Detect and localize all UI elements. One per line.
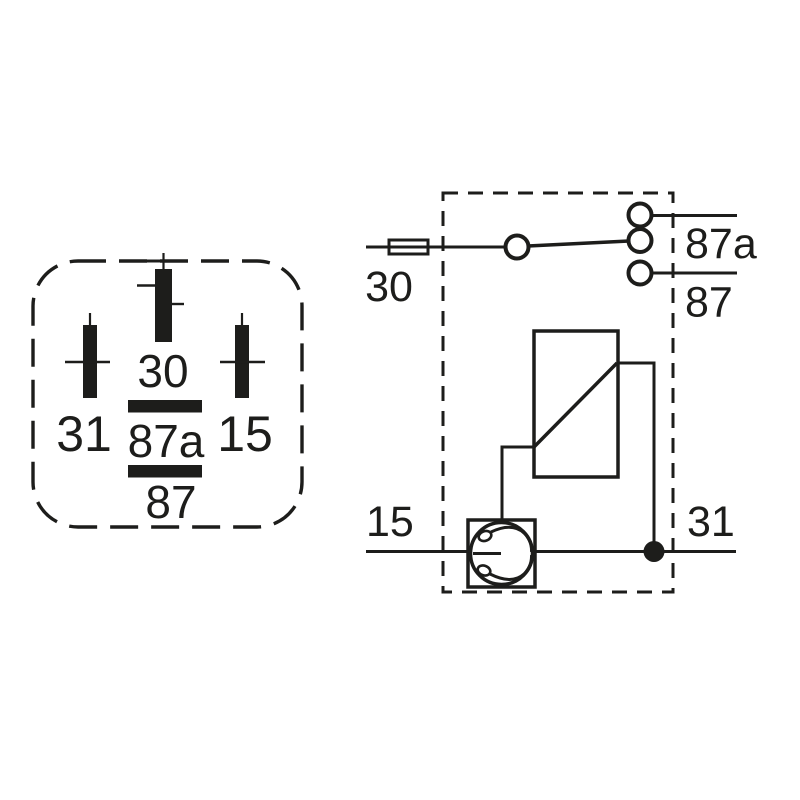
pin-30-blade — [155, 269, 172, 342]
pin-30-label: 30 — [137, 345, 188, 397]
terminal-15-label: 15 — [366, 498, 414, 546]
contact-87-circle — [626, 259, 654, 287]
control-unit-glyph-top-loop — [477, 529, 493, 543]
coil-wire-right — [618, 361, 656, 546]
pin-87a-blade — [128, 400, 202, 413]
control-unit-glyph — [473, 525, 534, 581]
switch-arm — [527, 239, 630, 248]
fuse-symbol — [387, 238, 430, 256]
pin-31-blade-group — [65, 313, 110, 398]
terminal-87a-label: 87a — [685, 220, 757, 268]
terminal-30-label: 30 — [365, 263, 413, 311]
circuit-schematic: 30 87a 87 15 31 — [365, 191, 757, 594]
pin-31-label: 31 — [56, 406, 112, 462]
coil-wire-left — [500, 445, 534, 521]
contact-87a-circle — [626, 201, 654, 229]
coil-diagonal — [532, 361, 619, 449]
control-unit-circle — [468, 520, 535, 587]
pin-30-blade-group — [137, 253, 184, 342]
control-unit-glyph-bottom-arc — [489, 554, 534, 581]
control-unit-glyph-top-arc — [490, 525, 534, 553]
pin-87-blade — [128, 465, 202, 478]
terminal-87-label: 87 — [685, 279, 733, 327]
coil-symbol — [532, 329, 620, 479]
junction-dot — [643, 541, 665, 562]
switch-pivot-circle — [503, 233, 531, 261]
control-unit-symbol — [466, 518, 537, 589]
pin-layout-diagram: 30 31 15 87a 87 — [31, 253, 304, 529]
pin-15-label: 15 — [217, 406, 273, 462]
pin-87-label: 87 — [145, 476, 196, 528]
pin-15-blade-group — [220, 313, 265, 398]
schematic-boundary-box — [441, 191, 675, 594]
contact-common-circle — [626, 227, 654, 254]
coil-body — [532, 329, 620, 479]
control-unit-glyph-bottom-loop — [476, 564, 492, 577]
terminal-31-label: 31 — [687, 498, 735, 546]
pin-87a-label: 87a — [128, 415, 205, 467]
